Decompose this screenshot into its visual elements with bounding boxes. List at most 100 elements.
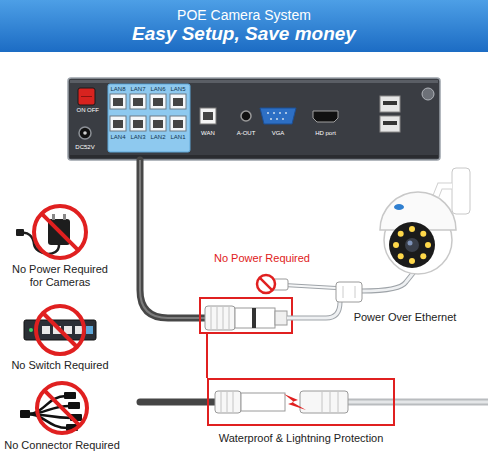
no-power-icon [16,229,24,236]
ptz-camera [420,231,426,237]
usb-ports [383,121,397,125]
feature-note: No Switch Required [11,359,108,372]
no-connector-icon [20,383,87,433]
connector-highlight [206,333,208,378]
vga-connector [267,112,269,114]
vga-connector [279,112,281,114]
lan-port-block [153,120,163,128]
nvr-body [68,78,440,160]
nvr-rear-panel: ONOFFDC52VLAN8LAN7LAN6LAN5LAN4LAN3LAN2LA… [68,78,440,160]
dc-plug-crossed [260,278,273,291]
connector-highlight [200,298,292,378]
banner-slogan: Easy Setup, Save money [132,23,356,45]
ptz-camera [408,241,413,246]
lan-port-block [108,84,190,152]
waterproof-connector [348,399,488,406]
rj45-connector [205,306,287,330]
no-power-icon [16,206,86,258]
nvr-body [70,80,438,83]
ptz-camera [393,242,399,248]
camera-cable [362,272,414,291]
no-switch-icon [43,313,77,347]
port-label: LAN8 [110,86,125,93]
port-label: DC52V [75,144,94,151]
no-connector-icon [64,392,76,399]
lan-port-block [170,94,186,109]
no-power-icon [34,206,86,258]
lan-port-block [113,120,123,128]
wan-port [203,112,213,120]
ptz-camera [436,186,452,196]
waterproof-connector [221,392,222,412]
waterproof-connector [140,391,488,413]
dc-jack [79,127,91,139]
no-connector-icon [37,383,87,433]
no-switch-icon [42,326,50,334]
warning-note: No Power Required [214,252,310,265]
ptz-camera [425,242,431,248]
wan-port [200,108,216,124]
ptz-camera [380,168,470,274]
hdmi-port [313,111,338,122]
lan-port-block [170,116,186,131]
lan-port-block [130,94,146,109]
cable-label: Power Over Ethernet [354,311,457,324]
rj45-connector [229,307,230,329]
ptz-camera [436,186,452,196]
poe-splitter [355,286,356,298]
dc-jack [83,131,87,135]
vga-connector [260,108,296,124]
rj45-connector [252,308,256,328]
rj45-connector [223,307,224,329]
vga-connector [282,118,284,120]
lan-port-block [130,116,146,131]
ptz-camera [420,253,426,259]
rj45-connector [211,307,212,329]
camera-cable [287,302,340,318]
reset-button [422,88,434,100]
feature-note: No Power Required for Cameras [6,263,114,288]
usb-ports [383,101,397,105]
vga-connector [276,118,278,120]
ptz-camera [398,231,404,237]
reset-button [422,88,434,100]
power-switch [81,96,92,97]
poe-splitter [336,282,362,302]
rj45-connector [275,311,287,325]
ptz-camera [409,226,415,232]
power-switch [78,88,95,105]
waterproof-box: Waterproof & Lightning Protection [207,378,395,426]
ptz-camera [389,222,435,268]
nvr-body [70,155,438,158]
ptz-camera [394,204,404,210]
vga-connector [285,112,287,114]
vga-connector [270,118,272,120]
poe-splitter [336,282,362,302]
port-label: LAN1 [170,134,185,141]
ptz-camera [409,258,415,264]
waterproof-connector [227,392,228,412]
lan-port-block [150,94,166,109]
ethernet-cable [140,160,206,318]
ptz-camera [398,253,404,259]
banner-title: POE Camera System [177,7,311,23]
port-label: LAN5 [170,86,185,93]
no-connector-icon [20,410,30,418]
lan-port-block [113,98,123,106]
rj45-connector [205,306,235,330]
usb-ports [380,96,400,132]
lan-port-block [110,94,126,109]
waterproof-connector [241,393,285,411]
ptz-camera [452,168,470,214]
ethernet-cable [140,160,206,318]
waterproof-connector [348,401,488,404]
rj45-connector [235,308,275,328]
audio-jack [241,111,251,121]
port-label: HD port [315,130,336,137]
box-heading: Waterproof & Lightning Protection [219,432,384,444]
lan-port-block [108,84,190,152]
lan-port-block [150,116,166,131]
waterproof-connector [338,392,339,412]
waterproof-connector [140,399,222,406]
power-switch [78,88,95,105]
